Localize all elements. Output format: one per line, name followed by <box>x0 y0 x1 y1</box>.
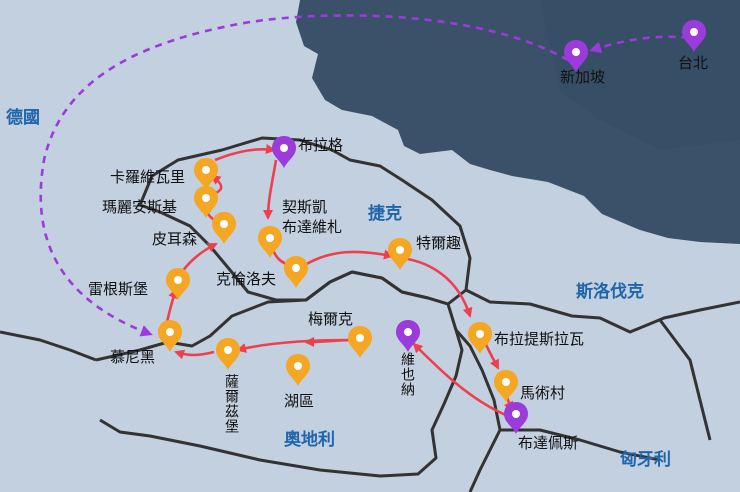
city-label-munich: 慕尼黑 <box>110 348 156 366</box>
pin-vienna[interactable] <box>396 320 420 352</box>
city-label-bratislava: 布拉提斯拉瓦 <box>494 330 585 348</box>
air-routes <box>39 14 691 337</box>
city-label-melk: 梅爾克 <box>308 310 354 328</box>
city-label-karlovy-vary: 卡羅維瓦里 <box>110 168 186 186</box>
country-borders <box>0 136 740 492</box>
city-label-taipei: 台北 <box>678 54 709 72</box>
city-label-salzburg: 薩爾茲堡 <box>223 374 239 434</box>
city-label-cesky-budejovice-2: 布達維札 <box>282 218 343 236</box>
pin-munich[interactable] <box>158 320 182 352</box>
pin-regensburg[interactable] <box>166 268 190 300</box>
city-label-vienna: 維也納 <box>399 352 415 397</box>
pin-plzen[interactable] <box>212 212 236 244</box>
city-label-cesky-krumlov: 克倫洛夫 <box>216 270 277 288</box>
city-label-horse-village: 馬術村 <box>520 384 566 402</box>
city-label-prague: 布拉格 <box>298 136 344 154</box>
country-label-austria: 奧地利 <box>284 430 335 450</box>
city-label-cesky-budejovice-1: 契斯凱 <box>282 198 328 216</box>
pin-marianske-lazne[interactable] <box>194 186 218 218</box>
city-label-telc: 特爾趣 <box>416 234 462 252</box>
city-label-regensburg: 雷根斯堡 <box>88 280 149 298</box>
city-label-hallstatt: 湖區 <box>284 392 315 410</box>
pin-singapore[interactable] <box>564 40 588 72</box>
city-label-plzen: 皮耳森 <box>152 230 198 248</box>
pins <box>158 20 706 434</box>
pin-taipei[interactable] <box>682 20 706 52</box>
pin-bratislava[interactable] <box>468 322 492 354</box>
pin-prague[interactable] <box>272 136 296 168</box>
pin-melk[interactable] <box>348 326 372 358</box>
pin-telc[interactable] <box>388 238 412 270</box>
pin-karlovy-vary[interactable] <box>194 158 218 190</box>
city-label-singapore: 新加坡 <box>560 68 606 86</box>
country-label-czech: 捷克 <box>368 204 402 224</box>
pin-cesky-krumlov[interactable] <box>284 256 308 288</box>
country-label-germany: 德國 <box>6 108 40 128</box>
pin-horse-village[interactable] <box>494 370 518 402</box>
country-label-slovakia: 斯洛伐克 <box>576 282 644 302</box>
pin-salzburg[interactable] <box>216 338 240 370</box>
city-label-marianske-lazne: 瑪麗安斯基 <box>102 198 178 216</box>
pin-cesky-budejovice[interactable] <box>258 226 282 258</box>
pin-budapest[interactable] <box>504 402 528 434</box>
pin-hallstatt[interactable] <box>286 354 310 386</box>
city-label-budapest: 布達佩斯 <box>518 434 579 452</box>
country-label-hungary: 匈牙利 <box>620 450 671 470</box>
